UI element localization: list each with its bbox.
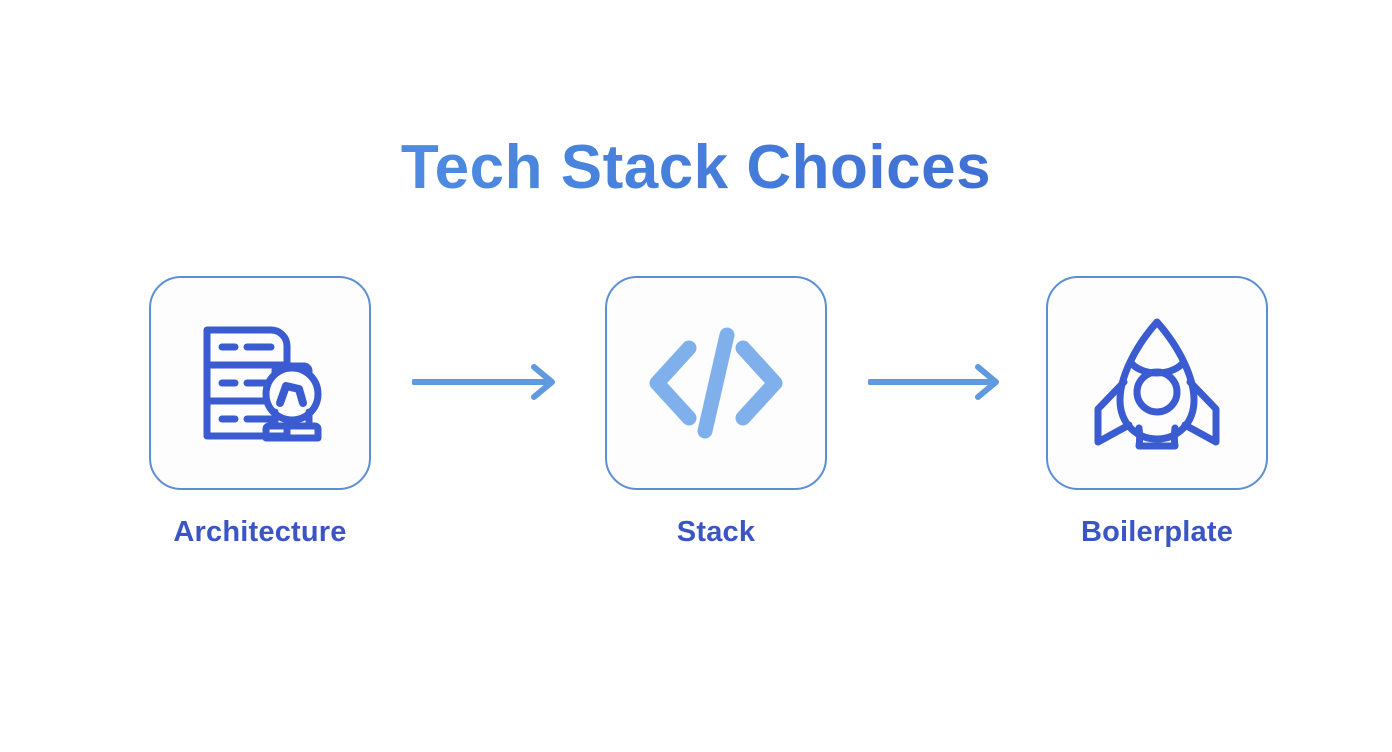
flow-node-boilerplate[interactable]: Boilerplate	[1045, 276, 1269, 549]
code-brackets-icon	[641, 308, 791, 458]
server-rack-compass-icon	[185, 308, 335, 458]
arrow-right-icon	[868, 362, 1008, 402]
flow-node-architecture[interactable]: Architecture	[148, 276, 372, 549]
icon-card-architecture[interactable]	[149, 276, 371, 490]
flow-node-label-stack: Stack	[676, 516, 756, 548]
flow-arrow-2	[868, 362, 1008, 402]
flow-node-label-boilerplate: Boilerplate	[1080, 516, 1234, 548]
flow-diagram: Architecture St	[0, 276, 1392, 566]
arrow-right-icon	[412, 362, 564, 402]
icon-card-stack[interactable]	[605, 276, 827, 490]
flow-arrow-1	[412, 362, 564, 402]
rocket-icon	[1082, 308, 1232, 458]
flow-node-stack[interactable]: Stack	[604, 276, 828, 549]
flow-node-label-architecture: Architecture	[173, 516, 347, 548]
page-title: Tech Stack Choices	[0, 133, 1392, 202]
icon-card-boilerplate[interactable]	[1046, 276, 1268, 490]
